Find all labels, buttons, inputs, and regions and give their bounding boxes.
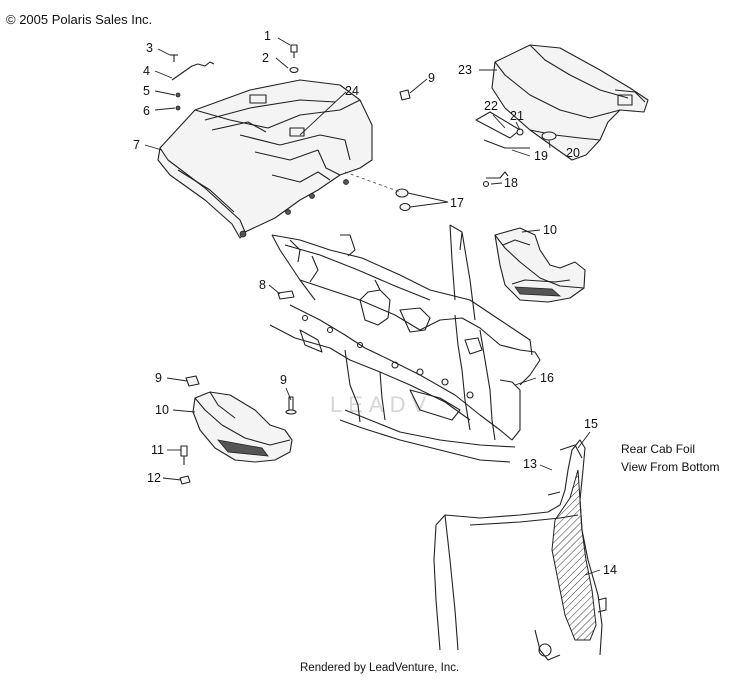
foil-note-line1: Rear Cab Foil bbox=[621, 442, 696, 456]
seat-part[interactable] bbox=[491, 44, 649, 161]
callout-24: 24 bbox=[345, 84, 359, 98]
callout-9-top: 9 bbox=[428, 71, 435, 85]
footwell-left-part[interactable] bbox=[192, 391, 293, 463]
callout-22: 22 bbox=[484, 99, 498, 113]
callout-2: 2 bbox=[262, 51, 269, 65]
callout-9-mid: 9 bbox=[280, 373, 287, 387]
callout-10-right: 10 bbox=[543, 223, 557, 237]
footer-credit: Rendered by LeadVenture, Inc. bbox=[300, 662, 460, 674]
callout-18: 18 bbox=[504, 176, 518, 190]
rear-cab-foil-view[interactable] bbox=[433, 439, 607, 661]
callout-21: 21 bbox=[510, 109, 524, 123]
foil-note-line2: View From Bottom bbox=[621, 460, 720, 474]
callout-8: 8 bbox=[259, 278, 266, 292]
footwell-right-part[interactable] bbox=[494, 227, 586, 303]
callout-13: 13 bbox=[523, 457, 537, 471]
callout-14: 14 bbox=[603, 563, 617, 577]
callout-17: 17 bbox=[450, 196, 464, 210]
rear-cab-hardware[interactable] bbox=[170, 44, 299, 111]
frame-part[interactable] bbox=[269, 224, 541, 463]
callout-19: 19 bbox=[534, 149, 548, 163]
rear-cab-part[interactable] bbox=[157, 79, 373, 239]
callout-5: 5 bbox=[143, 84, 150, 98]
callout-numbers: 1 2 3 4 5 6 7 24 9 17 23 22 21 20 19 18 … bbox=[133, 29, 617, 577]
callout-3: 3 bbox=[146, 41, 153, 55]
foil-view-note: Rear Cab Foil View From Bottom bbox=[621, 440, 719, 476]
callout-6: 6 bbox=[143, 104, 150, 118]
footwell-hardware[interactable] bbox=[179, 375, 297, 485]
callout-12: 12 bbox=[147, 471, 161, 485]
callout-4: 4 bbox=[143, 64, 150, 78]
callout-16: 16 bbox=[540, 371, 554, 385]
callout-11: 11 bbox=[151, 443, 164, 457]
callout-15: 15 bbox=[584, 417, 598, 431]
callout-7: 7 bbox=[133, 138, 140, 152]
decal-8-part[interactable] bbox=[277, 290, 295, 300]
leader-lines bbox=[144, 37, 601, 576]
callout-1: 1 bbox=[264, 29, 271, 43]
callout-10-left: 10 bbox=[155, 403, 169, 417]
callout-23: 23 bbox=[458, 63, 472, 77]
watermark-text: LEADV bbox=[330, 392, 432, 417]
callout-9-left: 9 bbox=[155, 371, 162, 385]
copyright-text: © 2005 Polaris Sales Inc. bbox=[6, 12, 153, 27]
callout-20: 20 bbox=[566, 146, 580, 160]
